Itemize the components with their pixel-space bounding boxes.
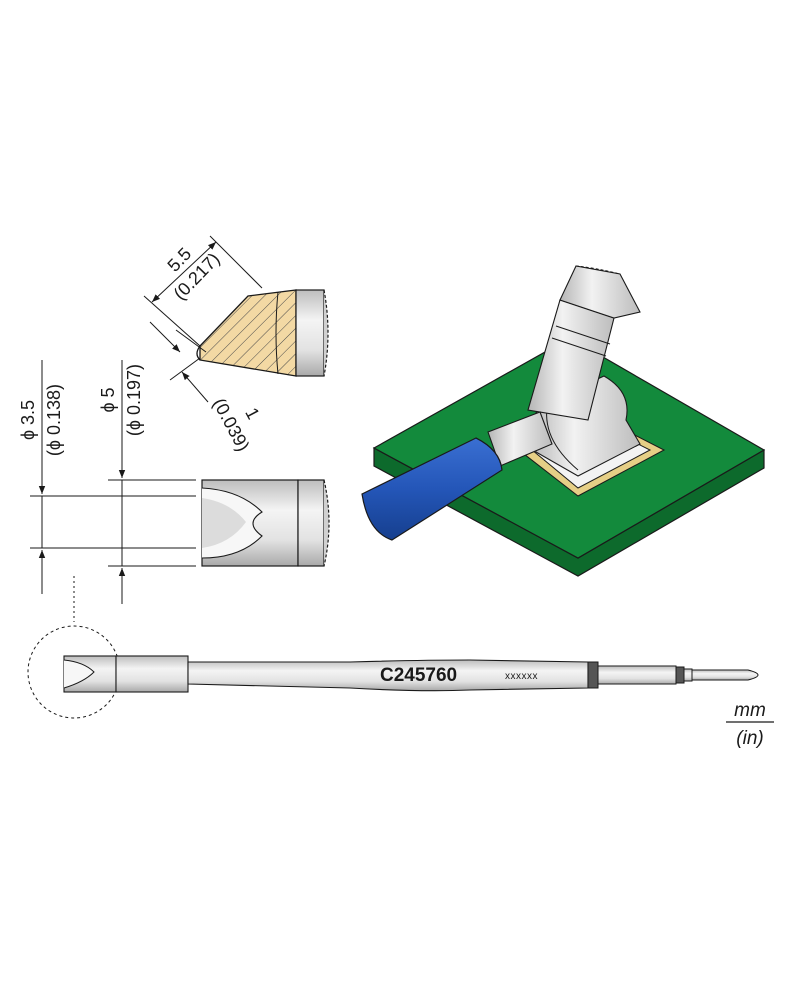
tip-side-profile xyxy=(196,289,329,377)
marking-text: xxxxxx xyxy=(505,671,538,682)
unit-mm: mm xyxy=(734,700,766,721)
units-label: mm (in) xyxy=(726,700,774,749)
outer-diameter-in: (ϕ 0.197) xyxy=(124,364,144,436)
tip-front-view xyxy=(201,479,330,567)
inner-diameter-mm: ϕ 3.5 xyxy=(18,400,38,440)
bevel-in: (0.039) xyxy=(209,395,253,455)
cartridge-full-view: C245760 xxxxxx xyxy=(27,625,759,719)
part-number: C245760 xyxy=(380,665,457,686)
diameter-dimensions: ϕ 3.5 (ϕ 0.138) ϕ 5 (ϕ 0.197) xyxy=(18,360,196,622)
inner-diameter-in: (ϕ 0.138) xyxy=(44,384,64,456)
bevel-mm: 1 xyxy=(241,404,263,422)
unit-in: (in) xyxy=(736,728,763,749)
outer-diameter-mm: ϕ 5 xyxy=(98,387,118,412)
pcb-illustration xyxy=(361,265,766,577)
